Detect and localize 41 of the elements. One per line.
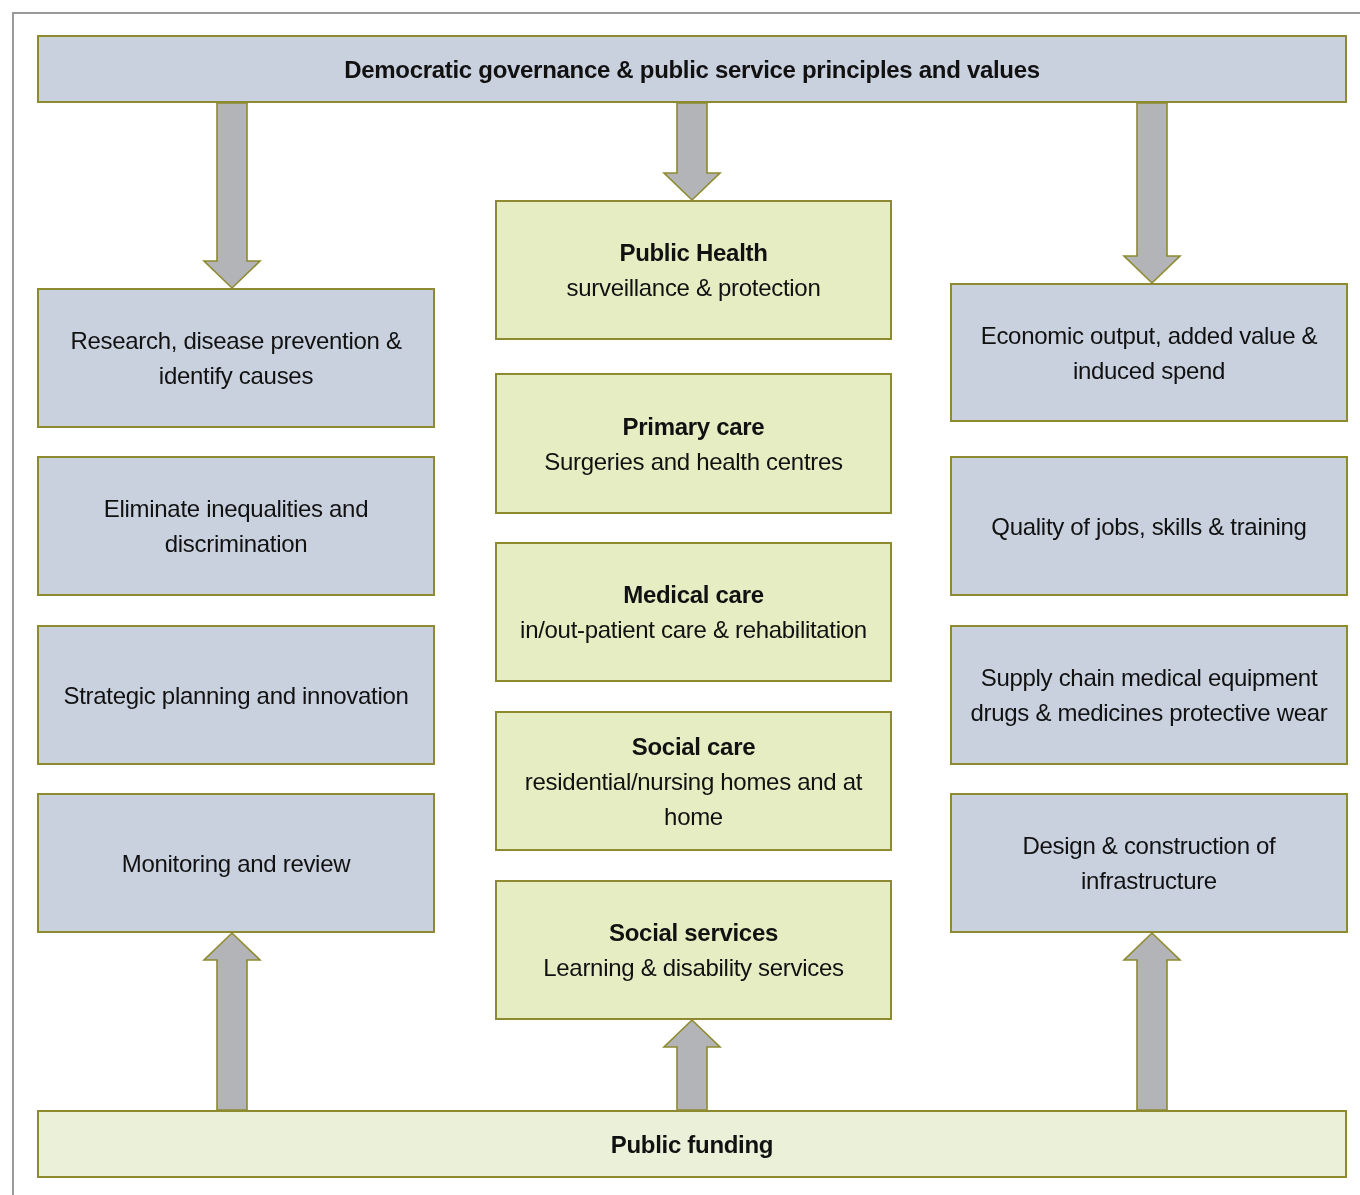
box-text: Strategic planning and innovation: [63, 680, 409, 711]
process-box: [37, 793, 435, 933]
box-text: Design & construction of infrastructure: [1021, 831, 1277, 896]
box-text: Monitoring and review: [121, 848, 351, 879]
box-text: Economic output, added value & induced spend: [979, 320, 1319, 386]
process-box: [495, 542, 892, 682]
block-arrow: [202, 931, 262, 1111]
process-box: [950, 283, 1348, 422]
box-text: in/out-patient care & rehabilitation: [520, 615, 867, 645]
box-text: Learning & disability services: [543, 953, 844, 983]
box-heading: Medical care: [623, 580, 764, 610]
block-arrow: [1122, 102, 1182, 285]
box-text: Supply chain medical equipment drugs & medicines protective wear: [969, 663, 1329, 728]
block-arrow: [202, 102, 262, 290]
process-box: [495, 711, 892, 851]
process-box: [495, 373, 892, 514]
box-heading: Public Health: [619, 238, 768, 268]
block-arrow: [662, 1018, 722, 1111]
process-box: [950, 456, 1348, 596]
process-box: [37, 1110, 1347, 1178]
process-box: [495, 880, 892, 1020]
box-text: residential/nursing homes and at home: [523, 766, 864, 832]
box-text: Eliminate inequalities and discrimination: [102, 494, 370, 559]
box-text: surveillance & protection: [566, 273, 821, 303]
box-heading: Social care: [631, 731, 756, 762]
process-box: [37, 35, 1347, 103]
process-box: [37, 625, 435, 765]
process-box: [37, 288, 435, 428]
box-text: Surgeries and health centres: [544, 446, 843, 477]
block-arrow: [1122, 931, 1182, 1111]
process-box: [37, 456, 435, 596]
block-arrow: [662, 102, 722, 202]
box-heading: Primary care: [622, 411, 765, 442]
box-heading: Social services: [609, 918, 778, 948]
box-text: Quality of jobs, skills & training: [991, 511, 1307, 542]
process-box: [950, 625, 1348, 765]
box-text: Research, disease prevention & identify causes: [69, 326, 403, 391]
box-heading: Public funding: [610, 1129, 774, 1160]
process-box: [950, 793, 1348, 933]
process-box: [495, 200, 892, 340]
box-heading: Democratic governance & public service principles and values: [344, 54, 1040, 85]
